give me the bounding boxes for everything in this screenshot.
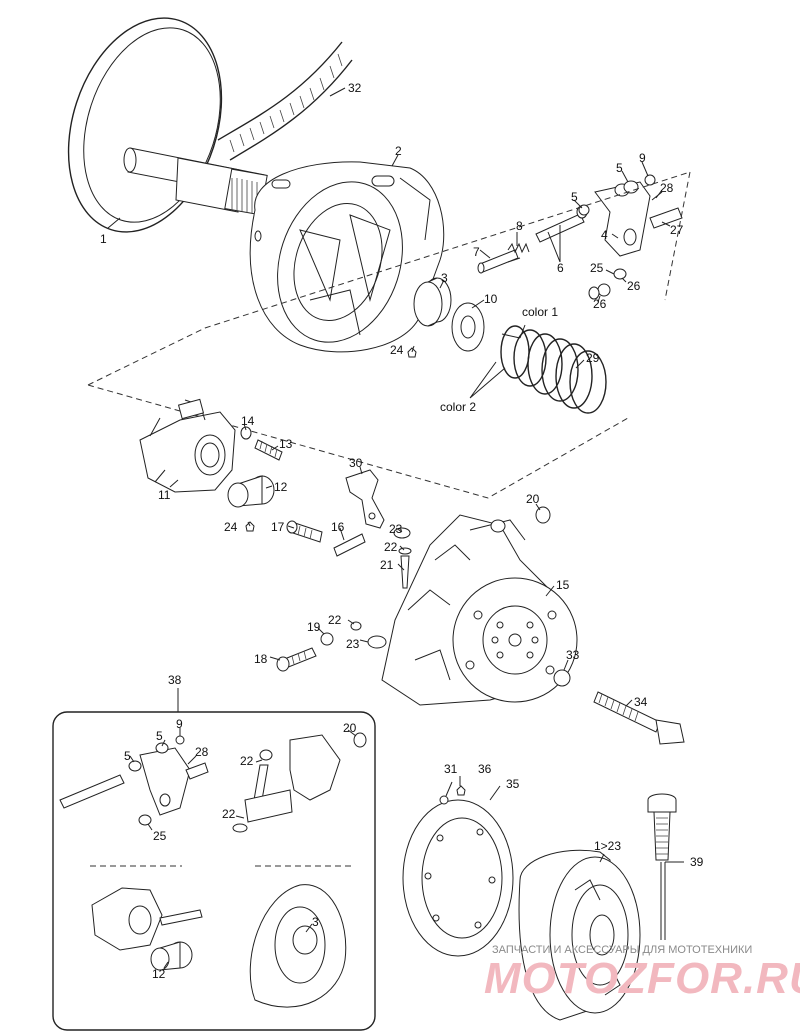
- part-27-screw: [649, 207, 683, 229]
- part-16-shaft: [333, 533, 366, 557]
- label-part-36: 36: [478, 762, 492, 776]
- label-part-3: 3: [441, 271, 448, 285]
- label-part-12: 12: [274, 480, 288, 494]
- label-color-2: color 2: [440, 400, 476, 414]
- part-31-bolt: [439, 795, 449, 805]
- label-part-24-lower: 24: [224, 520, 238, 534]
- part-7-pin: [477, 249, 519, 274]
- part-22-washer-upper: [398, 547, 412, 555]
- label-part-19: 19: [307, 620, 321, 634]
- part-17-bolt: [286, 520, 323, 543]
- label-part-32: 32: [348, 81, 362, 95]
- label-part-17: 17: [271, 520, 285, 534]
- part-39-bolt: [647, 793, 677, 940]
- label-part-7: 7: [473, 245, 480, 259]
- part-3-bushing: [413, 277, 452, 327]
- label-part-28: 28: [660, 181, 674, 195]
- inset-label-22-lower: 22: [222, 807, 236, 821]
- label-part-15: 15: [556, 578, 570, 592]
- inset-label-12: 12: [152, 967, 166, 981]
- inset-label-25: 25: [153, 829, 167, 843]
- label-part-8: 8: [516, 219, 523, 233]
- part-14-washer: [240, 426, 252, 440]
- part-10-washer: [451, 302, 485, 352]
- watermark-top-text: ЗАПЧАСТИ И АКСЕССУАРЫ ДЛЯ МОТОТЕХНИКИ: [492, 944, 752, 956]
- label-part-22-upper: 22: [384, 540, 398, 554]
- watermark: ЗАПЧАСТИ И АКСЕССУАРЫ ДЛЯ МОТОТЕХНИКИ MO…: [484, 944, 800, 1003]
- label-part-23-upper: 23: [389, 522, 403, 536]
- part-33-washer: [553, 669, 571, 687]
- part-1to23-clutch-assembly: [518, 849, 641, 1021]
- part-35-cover: [402, 799, 514, 957]
- label-part-25: 25: [590, 261, 604, 275]
- part-29-spring: [500, 325, 607, 414]
- label-part-6: 6: [557, 261, 564, 275]
- label-part-33: 33: [566, 648, 580, 662]
- inset-38-box: [52, 711, 376, 1031]
- part-8-spring-small: [507, 242, 530, 254]
- inset-label-28: 28: [195, 745, 209, 759]
- label-part-27: 27: [670, 223, 684, 237]
- assembly-outline: [87, 171, 691, 499]
- inset-label-9: 9: [176, 717, 183, 731]
- part-20-washer: [490, 506, 551, 533]
- label-part-13: 13: [279, 437, 293, 451]
- label-part-30: 30: [349, 456, 363, 470]
- label-part-11: 11: [158, 488, 171, 502]
- part-30-lever: [345, 469, 385, 529]
- label-part-26-left: 26: [593, 297, 607, 311]
- inset-label-22-upper: 22: [240, 754, 254, 768]
- label-part-16: 16: [331, 520, 345, 534]
- label-part-29: 29: [586, 351, 600, 365]
- label-part-22-lower: 22: [328, 613, 342, 627]
- part-1-sheave-shaft: [67, 17, 268, 233]
- label-part-2: 2: [395, 144, 402, 158]
- part-24-nut-lower: [245, 521, 255, 532]
- label-part-34: 34: [634, 695, 648, 709]
- part-12-roller: [227, 475, 275, 508]
- label-part-31: 31: [444, 762, 458, 776]
- part-23-bushing: [393, 527, 411, 539]
- part-36-nut: [456, 785, 466, 796]
- part-32-belt: [217, 41, 353, 161]
- part-15-hub: [381, 514, 578, 706]
- inset-label-5-right: 5: [156, 729, 163, 743]
- label-part-23-lower: 23: [346, 637, 360, 651]
- inset-label-5-left: 5: [124, 749, 131, 763]
- inset-label-3: 3: [312, 915, 319, 929]
- part-4-arm: [594, 181, 651, 257]
- label-part-26-right: 26: [627, 279, 641, 293]
- label-part-21: 21: [380, 558, 394, 572]
- label-part-24-upper: 24: [390, 343, 404, 357]
- part-24-nut-upper: [407, 347, 417, 358]
- label-part-4: 4: [601, 228, 608, 242]
- leader-lines: [107, 87, 684, 969]
- watermark-brand: MOTOZFOR.RU: [484, 954, 800, 1003]
- part-18-bolt: [276, 647, 317, 672]
- label-part-5-upper: 5: [616, 161, 623, 175]
- label-part-1-to-23: 1>23: [594, 839, 621, 853]
- part-23-bushing-lower: [367, 635, 387, 649]
- part-19-washer: [320, 632, 334, 646]
- label-part-1: 1: [100, 232, 107, 246]
- part-21-screw: [400, 555, 410, 589]
- label-part-5-lower: 5: [571, 190, 578, 204]
- part-13-screw: [254, 439, 283, 461]
- label-part-18: 18: [254, 652, 268, 666]
- label-part-35: 35: [506, 777, 520, 791]
- label-part-20: 20: [526, 492, 540, 506]
- label-color-1: color 1: [522, 305, 558, 319]
- inset-label-20: 20: [343, 721, 357, 735]
- part-34-bolt: [593, 691, 685, 745]
- callout-labels: 1 32 2 3 10 7 8 6 5 5 9 28 4 27 25 26 26…: [100, 81, 704, 981]
- label-part-39: 39: [690, 855, 704, 869]
- part-11-spider: [139, 398, 236, 493]
- label-part-9: 9: [639, 151, 646, 165]
- label-part-38: 38: [168, 673, 182, 687]
- part-9-nut: [644, 174, 656, 186]
- label-part-10: 10: [484, 292, 498, 306]
- label-part-14: 14: [241, 414, 255, 428]
